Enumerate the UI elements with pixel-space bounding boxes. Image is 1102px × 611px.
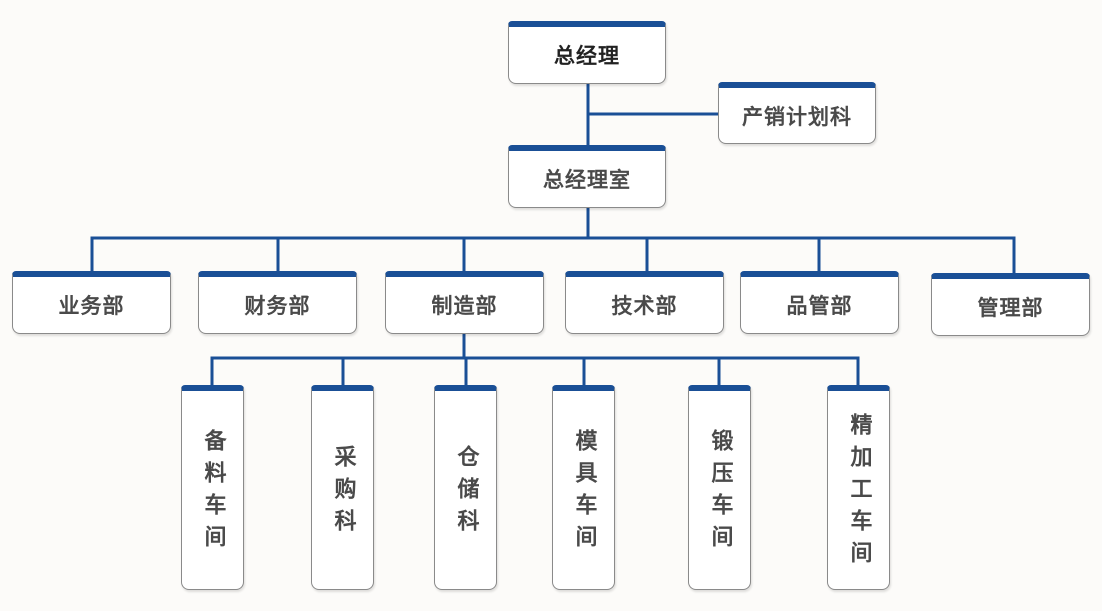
node-label: 仓储科 (453, 445, 479, 541)
node-dept-management: 管理部 (931, 273, 1090, 336)
node-label: 技术部 (611, 294, 678, 318)
node-label: 总经理室 (543, 168, 631, 192)
node-unit-material-prep: 备料车间 (181, 385, 244, 590)
node-unit-warehouse: 仓储科 (434, 385, 497, 590)
node-label: 财务部 (244, 294, 311, 318)
node-label: 品管部 (786, 294, 853, 318)
node-dept-finance: 财务部 (198, 271, 357, 334)
node-unit-forging: 锻压车间 (688, 385, 751, 590)
node-dept-business: 业务部 (12, 271, 171, 334)
node-label: 采购科 (330, 445, 356, 541)
node-unit-mold: 模具车间 (552, 385, 615, 590)
node-unit-purchasing: 采购科 (311, 385, 374, 590)
node-label: 管理部 (977, 296, 1044, 320)
node-label: 锻压车间 (707, 429, 733, 557)
node-gm-office: 总经理室 (508, 145, 666, 208)
node-dept-technology: 技术部 (565, 271, 724, 334)
node-label: 业务部 (58, 294, 125, 318)
node-label: 备料车间 (200, 429, 226, 557)
node-label: 产销计划科 (742, 104, 852, 129)
node-production-planning: 产销计划科 (718, 82, 876, 144)
node-label: 总经理 (554, 44, 620, 68)
node-label: 制造部 (431, 294, 498, 318)
node-label: 模具车间 (571, 429, 597, 557)
node-dept-manufacturing: 制造部 (385, 271, 544, 334)
node-unit-finishing: 精加工车间 (827, 385, 890, 590)
node-dept-quality: 品管部 (740, 271, 899, 334)
node-general-manager: 总经理 (508, 21, 666, 84)
node-label: 精加工车间 (846, 413, 872, 573)
